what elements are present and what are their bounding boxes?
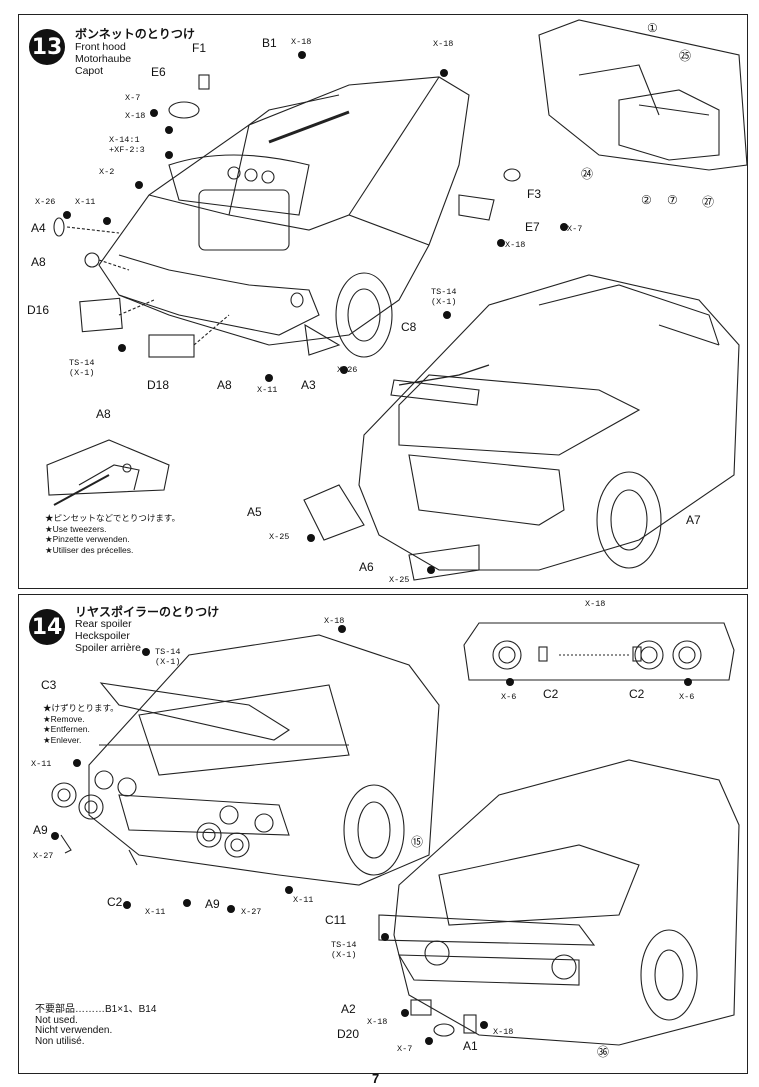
code-x11: X-11 [293, 895, 314, 905]
part-label-a6: A6 [359, 560, 374, 574]
code-x11: X-11 [75, 197, 96, 207]
callout-27: ㉗ [702, 195, 715, 209]
step-13-panel: 13 ボンネットのとりつけ Front hood Motorhaube Capo… [18, 14, 748, 589]
step-number-badge: 13 [29, 29, 65, 65]
callout-1: ① [647, 21, 658, 35]
remove-note: ★けずりとります。 ★Remove. ★Entfernen. ★Enlever. [43, 703, 119, 745]
step-title-en: Rear spoiler [75, 618, 132, 630]
part-label-c8: C8 [401, 320, 417, 334]
step-title-fr: Spoiler arrière [75, 642, 141, 654]
step-title-jp: ボンネットのとりつけ [75, 27, 195, 41]
part-label-d18: D18 [147, 378, 170, 392]
code-x7: X-7 [397, 1044, 413, 1054]
part-label-a5: A5 [247, 505, 262, 519]
code-x6: X-6 [679, 692, 695, 702]
code-ts14: TS-14 (X-1) [155, 647, 181, 667]
code-x26: X-26 [337, 365, 358, 375]
callout-2: ② [641, 193, 652, 207]
code-x18: X-18 [291, 37, 312, 47]
code-x18: X-18 [433, 39, 454, 49]
code-x18: X-18 [367, 1017, 388, 1027]
step-title-fr: Capot [75, 65, 104, 77]
page-number: 7 [372, 1071, 380, 1086]
part-label-f1: F1 [192, 41, 207, 55]
step-number-badge: 14 [29, 609, 65, 645]
part-label-a8-detail: A8 [96, 407, 111, 421]
part-label-a7: A7 [686, 513, 701, 527]
callout-24: ㉔ [581, 167, 594, 181]
step-title-de: Motorhaube [75, 53, 132, 65]
part-label-e6: E6 [151, 65, 166, 79]
code-x18: X-18 [493, 1027, 514, 1037]
code-x11: X-11 [31, 759, 52, 769]
step-title-jp: リヤスポイラーのとりつけ [75, 605, 220, 619]
code-x18: X-18 [505, 240, 526, 250]
part-label-a2: A2 [341, 1002, 356, 1016]
code-x6: X-6 [501, 692, 517, 702]
code-x14-xf2: X-14:1 +XF-2:3 [109, 135, 145, 155]
code-x27: X-27 [33, 851, 54, 861]
part-label-a1: A1 [463, 1039, 478, 1053]
step13-drawing [46, 19, 748, 581]
callout-25: ㉕ [679, 49, 692, 63]
code-x11: X-11 [257, 385, 278, 395]
part-label-a3: A3 [301, 378, 316, 392]
code-ts14: TS-14 (X-1) [69, 358, 95, 378]
part-label-b1: B1 [262, 36, 277, 50]
code-x11: X-11 [145, 907, 166, 917]
part-label-f3: F3 [527, 187, 542, 201]
part-label-d20: D20 [337, 1027, 360, 1041]
code-x7: X-7 [125, 93, 141, 103]
part-label-a4: A4 [31, 221, 46, 235]
code-x2: X-2 [99, 167, 115, 177]
part-label-a8: A8 [31, 255, 46, 269]
callout-15: ⑮ [411, 835, 424, 849]
part-label-c2: C2 [107, 895, 123, 909]
part-label-d16: D16 [27, 303, 50, 317]
part-label-c2c: C2 [629, 687, 645, 701]
code-x7: X-7 [567, 224, 583, 234]
code-x26: X-26 [35, 197, 56, 207]
part-label-a9: A9 [33, 823, 48, 837]
code-x27: X-27 [241, 907, 262, 917]
code-x18-top: X-18 [585, 599, 606, 609]
part-label-a8b: A8 [217, 378, 232, 392]
code-x25: X-25 [389, 575, 410, 585]
part-label-e7: E7 [525, 220, 540, 234]
part-label-c11: C11 [325, 913, 347, 927]
code-x18: X-18 [125, 111, 146, 121]
unused-parts-note: 不要部品………B1×1、B14 Not used. Nicht verwende… [35, 1004, 157, 1047]
code-x25: X-25 [269, 532, 290, 542]
callout-36: ㊱ [597, 1045, 610, 1059]
callout-7: ⑦ [667, 193, 678, 207]
part-label-a9b: A9 [205, 897, 220, 911]
part-label-c3: C3 [41, 678, 57, 692]
tweezers-note: ★ピンセットなどでとりつけます。 ★Use tweezers. ★Pinzett… [45, 513, 181, 555]
code-x18: X-18 [324, 616, 345, 626]
step-title-de: Heckspoiler [75, 630, 130, 642]
part-label-c2b: C2 [543, 687, 559, 701]
step-14-panel: 14 リヤスポイラーのとりつけ Rear spoiler Heckspoiler… [18, 594, 748, 1074]
code-ts14: TS-14 (X-1) [331, 940, 357, 960]
step14-drawing [51, 622, 740, 1046]
step-title-en: Front hood [75, 41, 126, 53]
code-ts14: TS-14 (X-1) [431, 287, 457, 307]
